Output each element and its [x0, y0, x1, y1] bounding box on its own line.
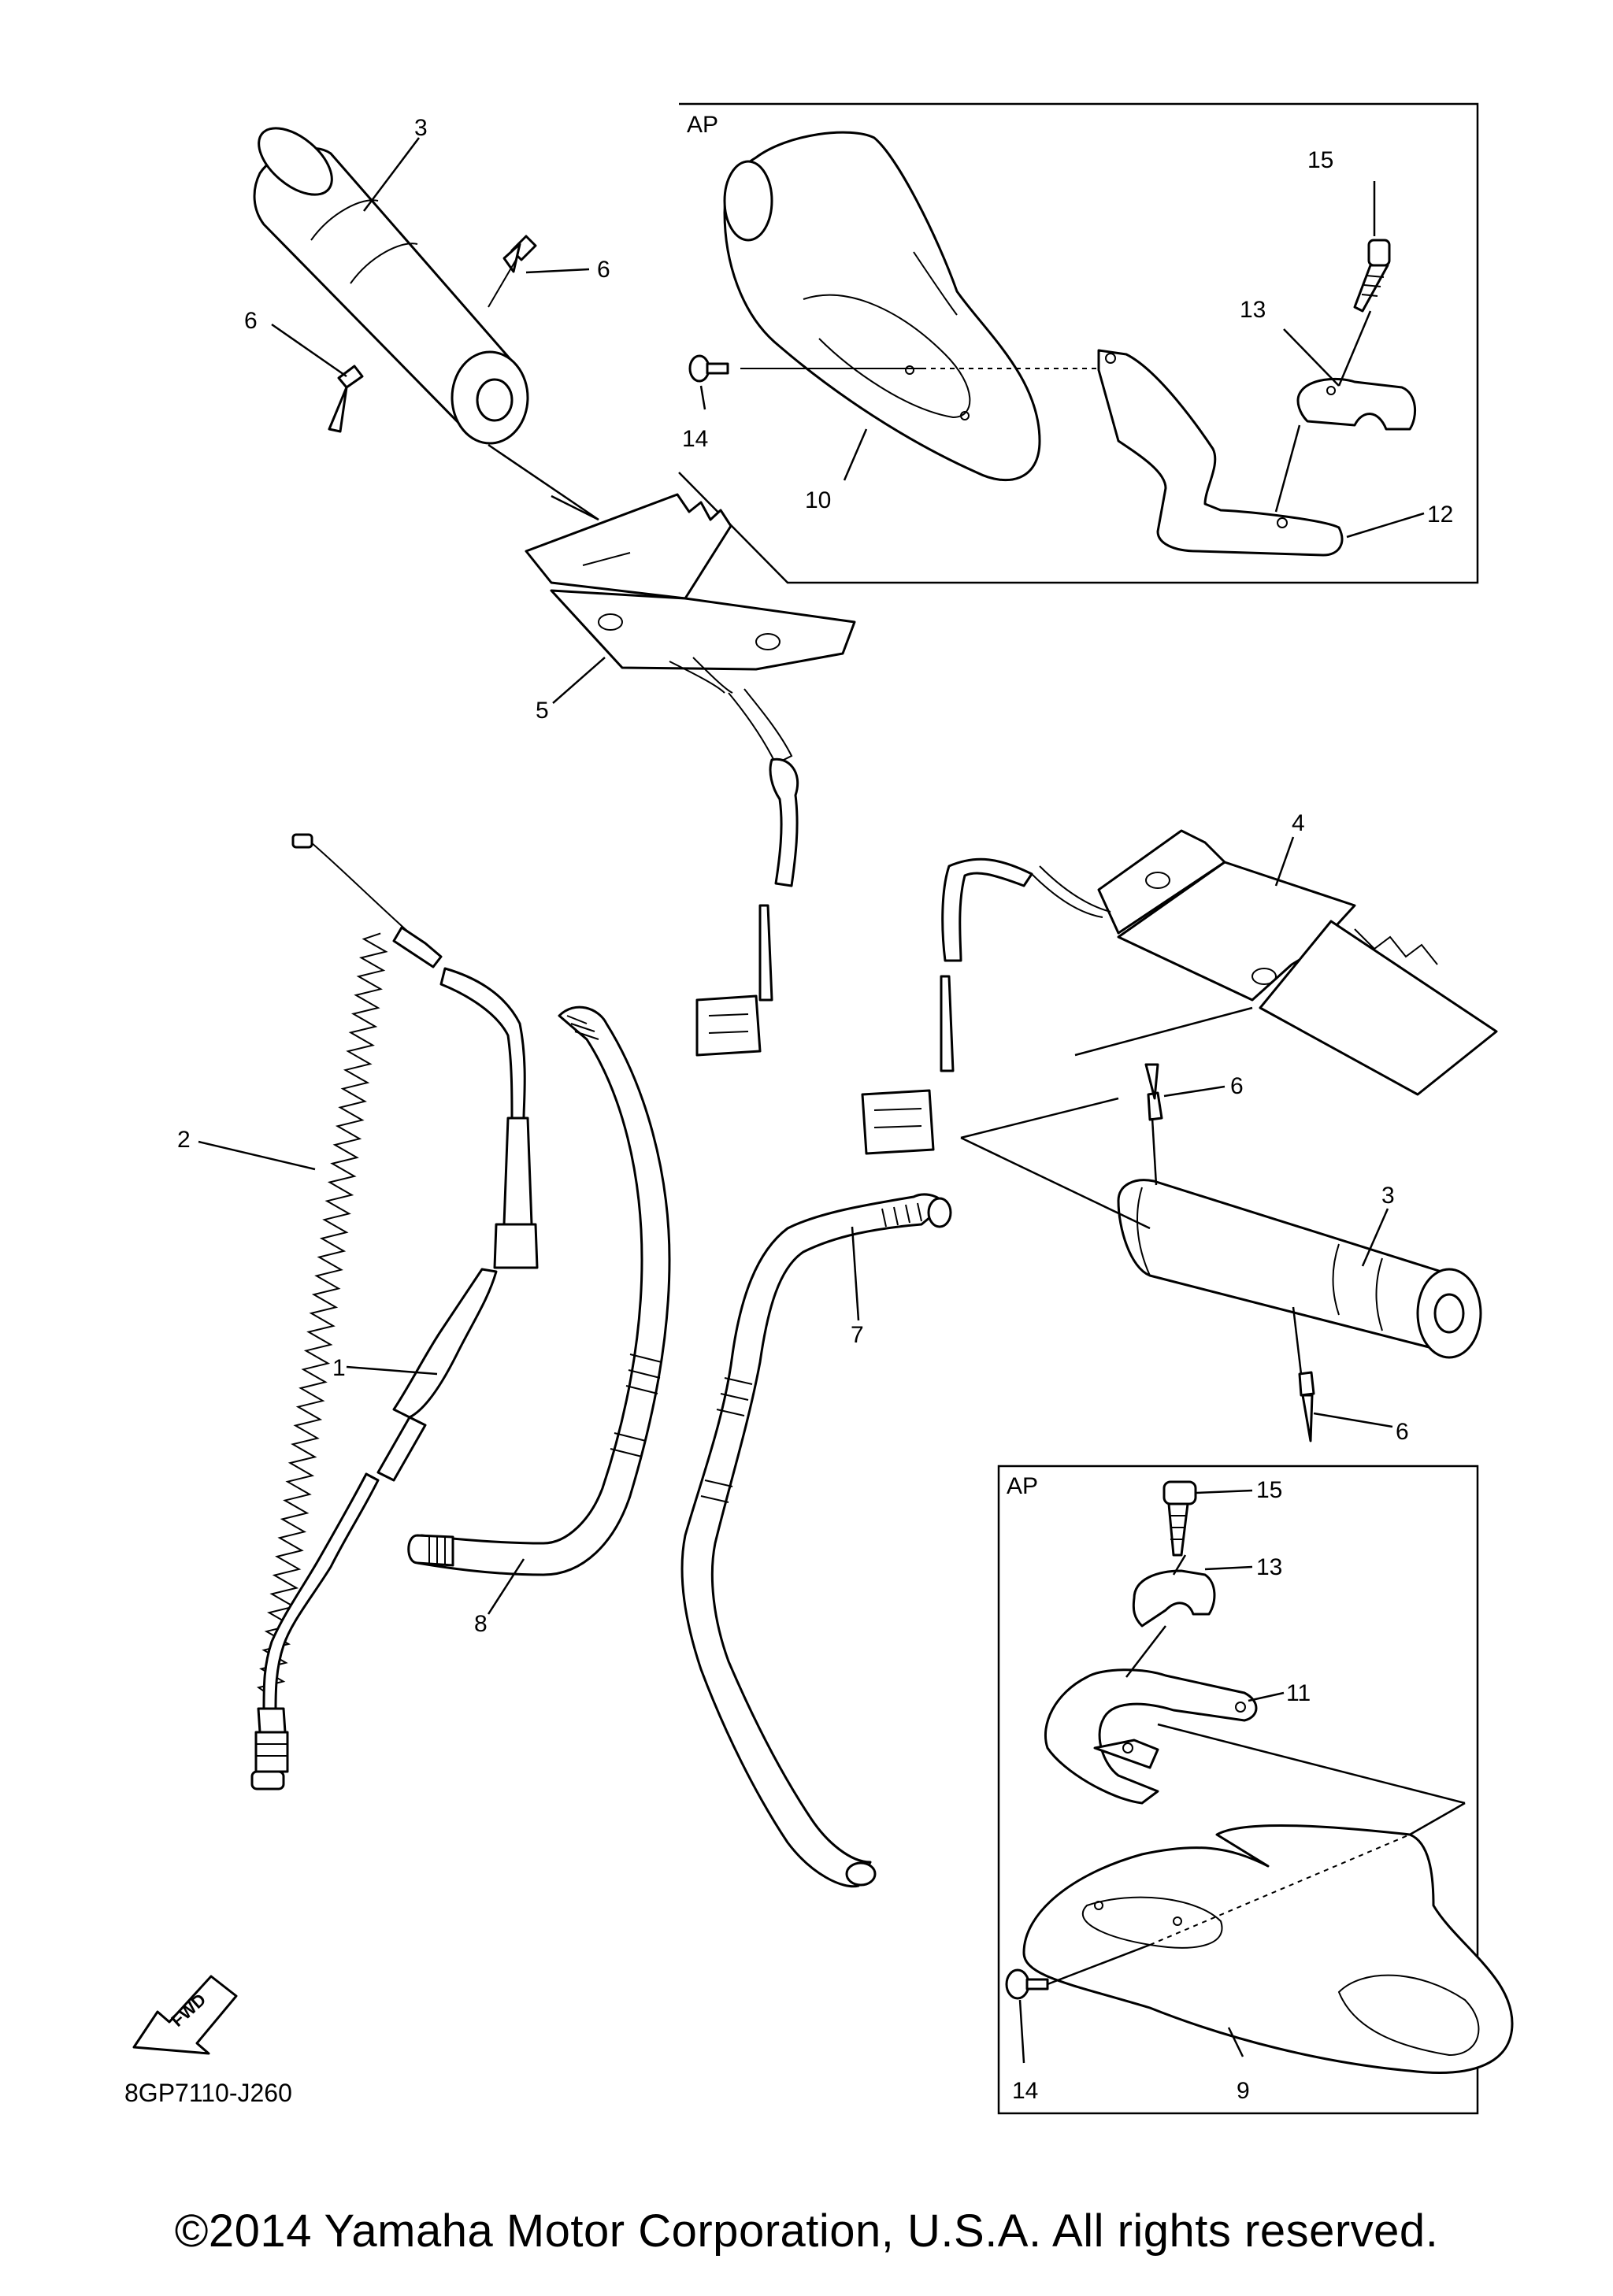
callout-6-c: 6: [1230, 1073, 1244, 1099]
callout-14-top: 14: [682, 426, 708, 452]
ap-panel-bottom-label: AP: [1007, 1473, 1038, 1499]
fwd-arrow-icon: FWD: [132, 1975, 238, 2055]
connector-5: [695, 904, 773, 1057]
screw-14-bottom[interactable]: [1005, 1968, 1049, 2000]
ap-panel-bottom: AP: [997, 1465, 1514, 2115]
clamp-13-bottom[interactable]: [1132, 1569, 1216, 1628]
rivet-6-a[interactable]: [488, 235, 537, 308]
callout-6-b: 6: [244, 308, 258, 334]
callout-1: 1: [332, 1355, 346, 1381]
callout-13-top: 13: [1240, 297, 1266, 323]
part-code: 8GP7110-J260: [124, 2079, 292, 2107]
rivet-6-b[interactable]: [328, 365, 364, 433]
callout-11: 11: [1286, 1680, 1311, 1706]
callout-4: 4: [1292, 810, 1305, 836]
bracket-11[interactable]: [1044, 1668, 1258, 1805]
hose-7[interactable]: [680, 1193, 952, 1888]
callout-12: 12: [1427, 502, 1453, 528]
callout-7: 7: [851, 1322, 864, 1348]
bolt-15-bottom[interactable]: [1162, 1480, 1197, 1557]
callout-3-right: 3: [1381, 1183, 1395, 1209]
callout-8: 8: [474, 1611, 488, 1637]
hand-guard-10[interactable]: [723, 131, 1041, 482]
callout-5: 5: [536, 698, 549, 724]
callout-9: 9: [1237, 2078, 1250, 2104]
callouts: 3 6 6 5 15 13 14 10 12 4 6 3 6 2 1 7 8 1…: [177, 115, 1453, 2104]
callout-3-top: 3: [414, 115, 428, 141]
clamp-13-top[interactable]: [1296, 377, 1417, 431]
rivet-6-d[interactable]: [1298, 1371, 1315, 1442]
bracket-12[interactable]: [1097, 349, 1344, 557]
callout-10: 10: [805, 487, 831, 513]
copyright-notice: ©2014 Yamaha Motor Corporation, U.S.A. A…: [174, 2205, 1439, 2257]
heater-element-4[interactable]: [941, 829, 1498, 1096]
ap-panel-top-label: AP: [687, 112, 718, 138]
callout-14-bot: 14: [1012, 2078, 1038, 2104]
callout-15-top: 15: [1307, 147, 1333, 173]
cable-1[interactable]: [250, 833, 539, 1791]
spring-2[interactable]: [256, 931, 388, 1699]
heater-element-5[interactable]: [525, 493, 856, 887]
callout-6-a: 6: [597, 257, 610, 283]
callout-15-bot: 15: [1256, 1477, 1282, 1503]
screw-14-top[interactable]: [688, 354, 729, 383]
grip-3-right[interactable]: [1117, 1179, 1482, 1359]
grip-3-top[interactable]: [247, 116, 529, 445]
connector-4: [861, 975, 955, 1155]
callout-6-d: 6: [1396, 1419, 1409, 1445]
hand-guard-9[interactable]: [1022, 1824, 1514, 2074]
bolt-15-top[interactable]: [1353, 239, 1391, 313]
callout-13-bot: 13: [1256, 1554, 1282, 1580]
rivet-6-c[interactable]: [1144, 1063, 1163, 1121]
ap-panel-top: AP: [678, 102, 1479, 584]
hose-8[interactable]: [407, 1005, 671, 1576]
leader-lines: [198, 137, 1393, 1615]
callout-2: 2: [177, 1127, 191, 1153]
